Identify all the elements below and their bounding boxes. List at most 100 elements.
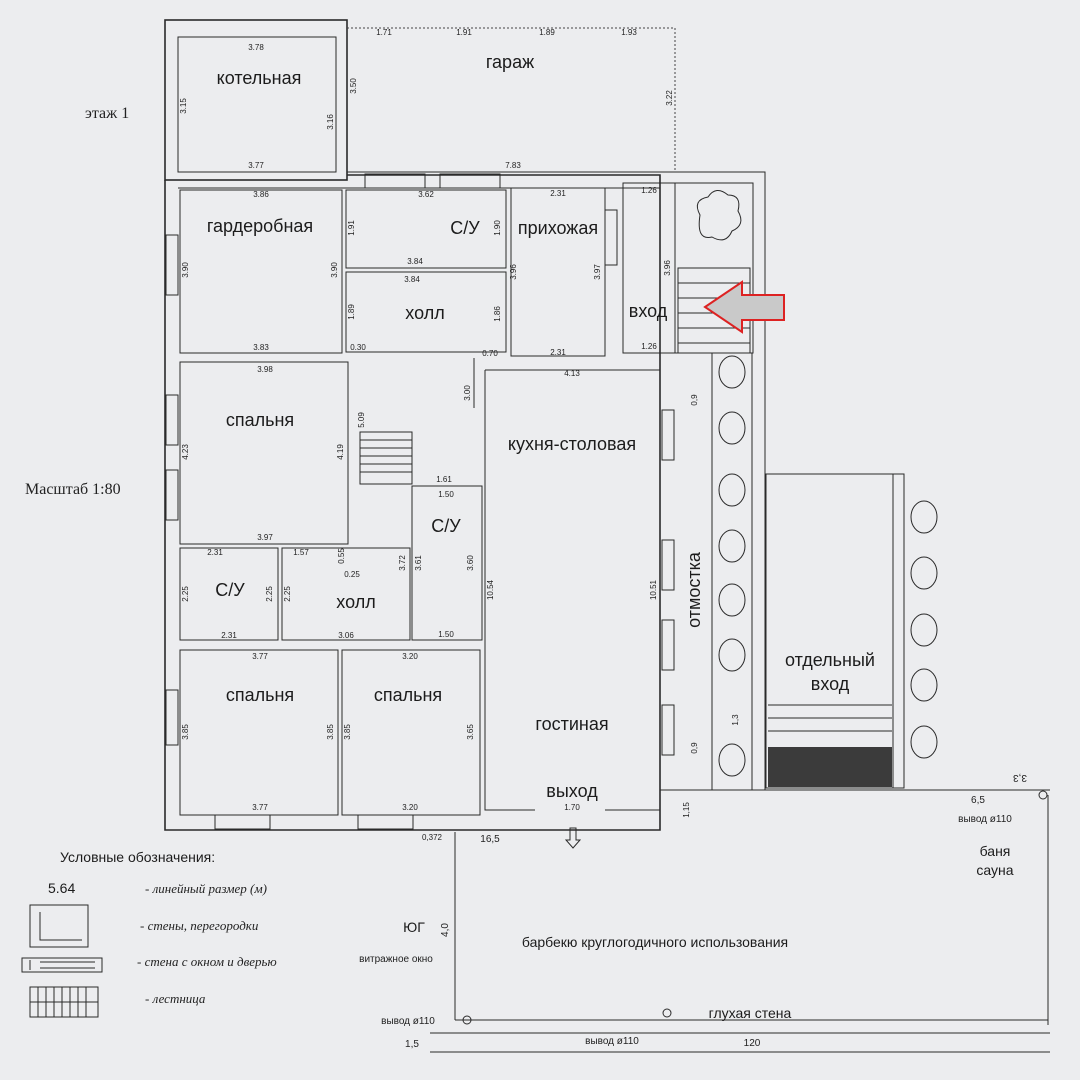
bbq-label: барбекю круглогодичного использования xyxy=(522,934,788,950)
stained-window-label: витражное окно xyxy=(359,954,433,965)
dimension-label: 3.83 xyxy=(253,343,269,352)
dimension-label: 3.16 xyxy=(326,114,335,130)
dimension-label: 5.09 xyxy=(357,412,366,428)
dimension-label: 1.90 xyxy=(493,220,502,236)
dimension-label: 3.15 xyxy=(179,98,188,114)
room-label-hall1: холл xyxy=(405,303,444,323)
room-label-garage: гараж xyxy=(486,52,534,72)
boiler-room-outer xyxy=(164,19,348,181)
room-label-separate-entrance-1: отдельный xyxy=(785,650,875,670)
dimension-label: 1,3 xyxy=(731,714,740,726)
entrance-arrow-icon xyxy=(703,280,785,334)
room-label-bedroom3: спальня xyxy=(374,685,442,705)
dimension-label: 3.85 xyxy=(181,724,190,740)
outlet-icon xyxy=(462,1015,472,1025)
dimension-label: 3.22 xyxy=(665,90,674,106)
dimension-label: 3.96 xyxy=(509,264,518,280)
dimension-label: 3.50 xyxy=(349,78,358,94)
room-label-hallway: прихожая xyxy=(518,218,598,238)
legend-sample-value: 5.64 xyxy=(48,880,75,896)
separate-entrance-wall xyxy=(765,473,905,789)
dimension-label: 7.83 xyxy=(505,161,521,170)
hall-stairs xyxy=(359,431,413,485)
room-label-kitchen: кухня-столовая xyxy=(508,434,636,454)
dimension-label: 3.77 xyxy=(248,161,264,170)
dimension-label: 1.91 xyxy=(456,28,472,37)
dimension-label: 3.00 xyxy=(463,385,472,401)
legend-item: - линейный размер (м) xyxy=(145,881,267,896)
room-label-boiler: котельная xyxy=(217,68,302,88)
room-label-sauna: сауна xyxy=(976,862,1013,878)
outlet-label: вывод ø110 xyxy=(585,1036,639,1047)
wc1-wall xyxy=(345,189,507,269)
dimension-label: 2.31 xyxy=(550,348,566,357)
dimension-label: 3.85 xyxy=(343,724,352,740)
dimension-label: 1.70 xyxy=(564,803,580,812)
dimension-label: 2.25 xyxy=(265,586,274,602)
room-label-wc1: С/У xyxy=(450,218,480,238)
dimension-label: 0.25 xyxy=(344,570,360,579)
outlet-icon xyxy=(662,1008,672,1018)
hall1-wall xyxy=(345,271,507,353)
dimension-labels: 1.71 1.91 1.89 1.93 3.22 3.78 3.15 3.16 … xyxy=(179,28,1027,1050)
dimension-label: 1,15 xyxy=(682,802,691,818)
room-label-blind-area: отмостка xyxy=(684,551,704,628)
legend-item: - стены, перегородки xyxy=(140,918,259,933)
windows xyxy=(165,173,675,830)
dimension-label: 0,9 xyxy=(690,742,699,754)
dark-step xyxy=(768,747,892,787)
dimension-label: 0,9 xyxy=(690,394,699,406)
dimension-label: 3.77 xyxy=(252,652,268,661)
dimension-label: 1.26 xyxy=(641,186,657,195)
dimension-label: 3.06 xyxy=(338,631,354,640)
room-label-entrance: вход xyxy=(629,301,668,321)
dimension-label: 0.55 xyxy=(337,548,346,564)
dimension-label: 6,5 xyxy=(971,795,985,806)
dimension-label: 2.31 xyxy=(207,548,223,557)
outlet-label: вывод ø110 xyxy=(958,814,1012,825)
room-label-bedroom1: спальня xyxy=(226,410,294,430)
dimension-label: 3.97 xyxy=(593,264,602,280)
dimension-label: 3.62 xyxy=(418,190,434,199)
dimension-label: 3.65 xyxy=(466,724,475,740)
bedroom1-wall xyxy=(179,361,349,545)
kitchen-living-wall xyxy=(485,369,661,811)
wc2-wall xyxy=(411,485,483,641)
dimension-label: 2.31 xyxy=(221,631,237,640)
dimension-label: 3.86 xyxy=(253,190,269,199)
bedroom2-wall xyxy=(179,649,339,816)
dimension-label: 3.98 xyxy=(257,365,273,374)
dimension-label: 0.30 xyxy=(350,343,366,352)
dimension-label: 3.90 xyxy=(330,262,339,278)
dimension-label: 1.50 xyxy=(438,630,454,639)
dimension-label: 1.50 xyxy=(438,490,454,499)
south-label: ЮГ xyxy=(403,919,425,935)
kitchen-living-west-wall xyxy=(484,370,535,811)
floor-label: этаж 1 xyxy=(85,105,129,122)
dimension-label: 1,5 xyxy=(405,1039,419,1050)
room-label-bedroom2: спальня xyxy=(226,685,294,705)
dimension-label: 4.23 xyxy=(181,444,190,460)
dimension-label: 1.61 xyxy=(436,475,452,484)
dimension-label: 3.20 xyxy=(402,803,418,812)
dimension-label: 16,5 xyxy=(480,834,500,845)
dimension-label: 3.72 xyxy=(398,555,407,571)
hallway-wall xyxy=(510,187,606,357)
window-door-legend-icon xyxy=(21,957,103,973)
dimension-label: 1.89 xyxy=(539,28,555,37)
dimension-label: 3.85 xyxy=(326,724,335,740)
dimension-label: 1.89 xyxy=(347,304,356,320)
room-label-wardrobe: гардеробная xyxy=(207,216,313,236)
dimension-label: 0,372 xyxy=(422,833,443,842)
dimension-label: 2.25 xyxy=(283,586,292,602)
separate-entrance-stairs xyxy=(768,704,892,732)
dimension-label: 4.19 xyxy=(336,444,345,460)
legend-title: Условные обозначения: xyxy=(60,849,215,865)
legend: Условные обозначения: 5.64 - линейный ра… xyxy=(21,849,277,1018)
room-label-wc3: С/У xyxy=(215,580,245,600)
dimension-label: 2.31 xyxy=(550,189,566,198)
legend-item: - лестница xyxy=(145,991,206,1006)
dimension-label: 3.20 xyxy=(402,652,418,661)
dimension-label: 3.96 xyxy=(663,260,672,276)
hall2-wall xyxy=(281,547,411,641)
